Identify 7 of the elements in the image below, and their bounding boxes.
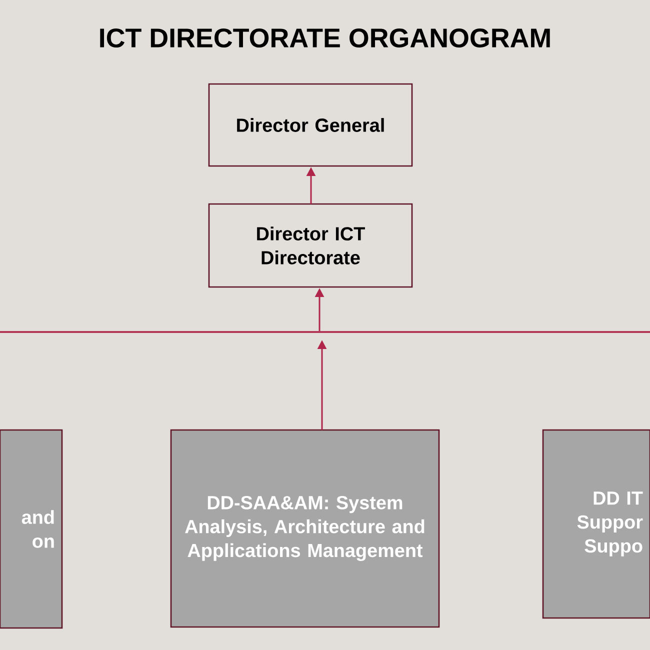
department-box: DD IT Suppor Suppo — [542, 429, 650, 619]
title: ICT DIRECTORATE ORGANOGRAM — [100, 28, 550, 48]
department-box: and on — [0, 429, 63, 629]
department-box: DD-SAA&AM: System Analysis, Architecture and Applications Management — [170, 429, 440, 628]
role-box: Director ICT Directorate — [208, 203, 413, 288]
role-box: Director General — [208, 83, 413, 167]
connector-bar — [0, 331, 650, 333]
